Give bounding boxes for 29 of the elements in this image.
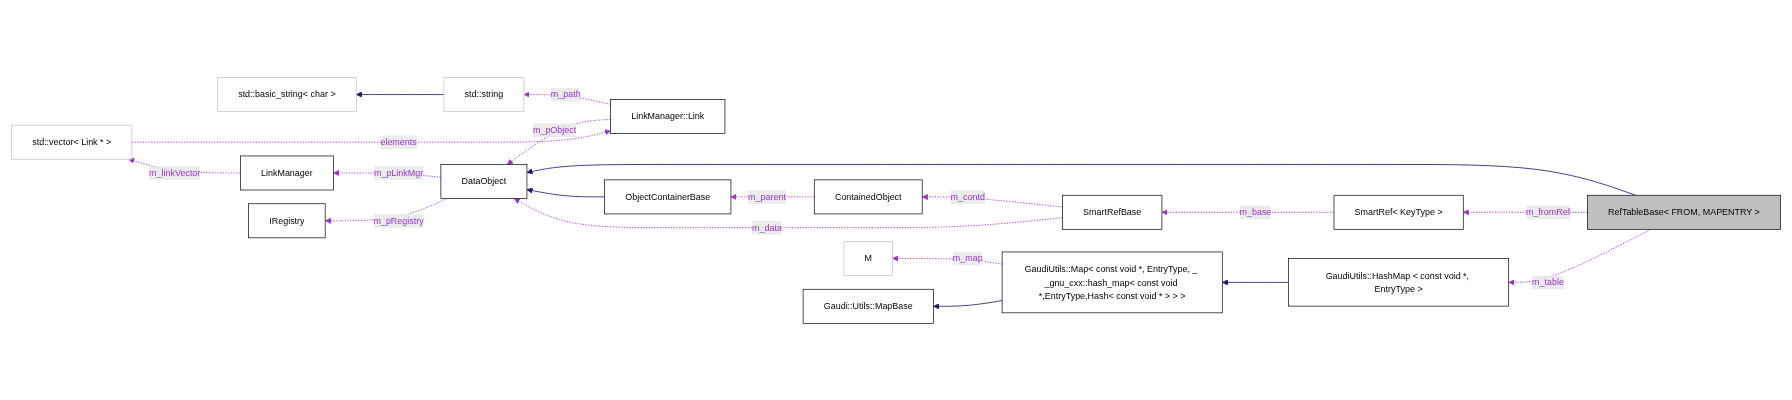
node-box: GaudiUtils::Map< const void *, EntryType, _ _gnu_cxx::hash_map< const void *,EntryType,Hash< const void * > > > <box>1001 251 1223 313</box>
node-box: ObjectContainerBase <box>604 179 732 214</box>
node-box: IRegistry <box>248 203 326 238</box>
node-box: std::basic_string< char > <box>217 76 357 112</box>
node-box: LinkManager::Link <box>610 98 726 134</box>
node-box: SmartRef< KeyType > <box>1333 194 1464 230</box>
node-box: ContainedObject <box>813 179 923 214</box>
edge-label: m_pObject <box>532 124 577 135</box>
edge-label: m_linkVector <box>149 167 201 178</box>
edge-label: m_contd <box>950 191 985 202</box>
node-box: RefTableBase< FROM, MAPENTRY > <box>1587 194 1781 230</box>
edge-label: m_pLinkMgr <box>373 167 424 178</box>
node-box: std::vector< Link * > <box>11 124 133 160</box>
node-box: std::string <box>443 76 525 112</box>
edge-label: m_pRegistry <box>373 215 424 226</box>
edge-label: m_data <box>752 221 782 233</box>
edge-label: m_parent <box>748 191 786 202</box>
node-box: LinkManager <box>240 155 334 190</box>
node-box: GaudiUtils::HashMap < const void *, EntryType > <box>1288 257 1510 307</box>
node-box: SmartRefBase <box>1062 194 1163 230</box>
node-box: M <box>843 240 893 276</box>
node-box: Gaudi::Utils::MapBase <box>802 288 934 324</box>
edge-label: m_fromRef <box>1525 206 1571 217</box>
edge-label: m_table <box>1532 276 1564 287</box>
edge-label: m_base <box>1239 206 1272 217</box>
edge-label: m_map <box>952 252 983 264</box>
edge-label: elements <box>380 136 417 147</box>
edge-label: m_path <box>550 88 581 100</box>
node-box: DataObject <box>440 163 528 199</box>
